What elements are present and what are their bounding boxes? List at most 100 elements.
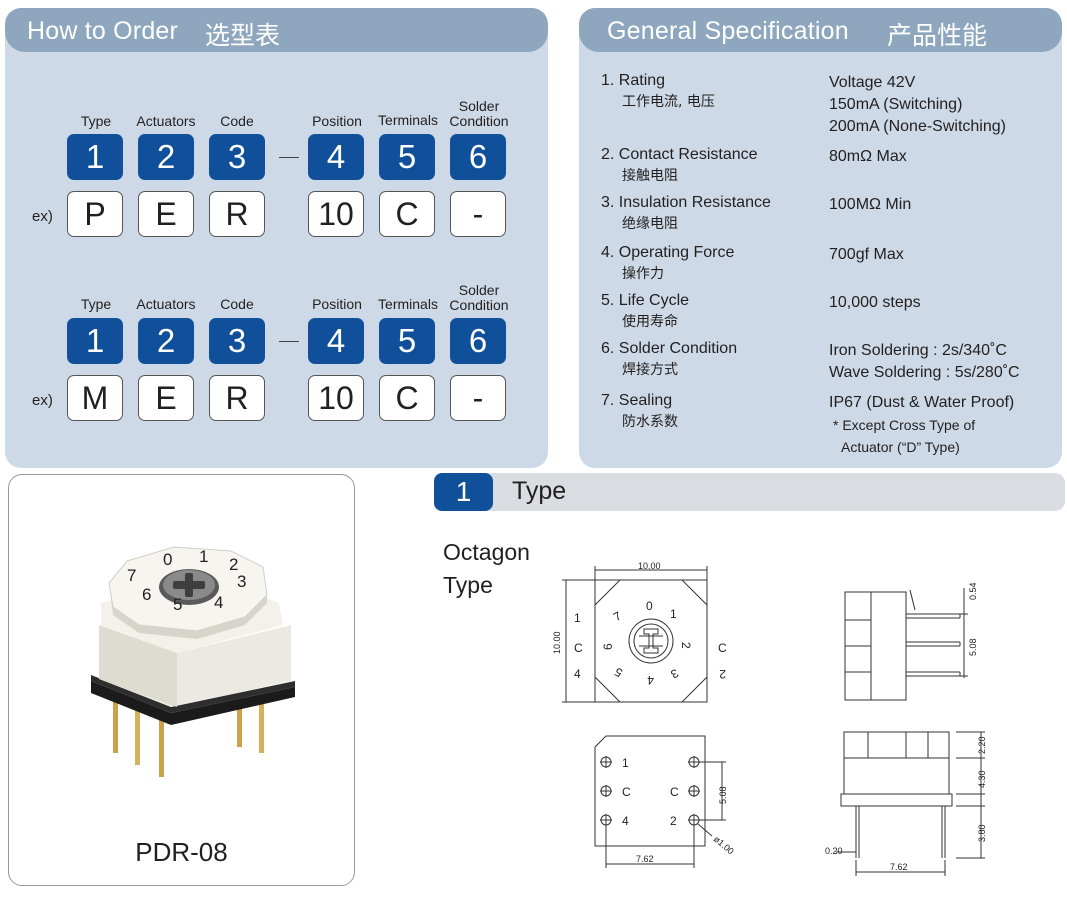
switch-base xyxy=(91,681,295,725)
bottom-view-drawing xyxy=(594,735,726,868)
dial-digit: 1 xyxy=(199,547,208,566)
side-view-drawing xyxy=(844,588,968,701)
col-label-position: Position xyxy=(312,113,362,129)
dial-digit: 7 xyxy=(127,566,136,585)
pin-label: 4 xyxy=(574,667,581,681)
top-height-dim: 10.00 xyxy=(552,631,562,654)
example-value: C xyxy=(379,191,435,237)
spec-value: 700gf Max xyxy=(829,246,904,263)
spec-note: Actuator (“D” Type) xyxy=(841,439,960,455)
spec-value: 80mΩ Max xyxy=(829,148,907,165)
spec-title-cn: 产品性能 xyxy=(887,21,988,50)
order-header: How to Order 选型表 xyxy=(5,8,548,52)
pin-label: C xyxy=(574,641,583,655)
spec-name-cn: 绝缘电阻 xyxy=(622,216,678,232)
spec-value: 150mA (Switching) xyxy=(829,96,963,113)
pin-label: 4 xyxy=(622,814,629,828)
front-dim-bot: 3.80 xyxy=(977,824,987,842)
order-num-1: 1 xyxy=(67,134,123,180)
spec-name-cn: 防水系数 xyxy=(622,414,678,430)
dial-digit: 5 xyxy=(173,595,182,614)
order-num-6: 6 xyxy=(450,318,506,364)
order-num-2: 2 xyxy=(138,134,194,180)
pin-label: C xyxy=(718,641,727,655)
general-specification-panel: General Specification 产品性能 1. Rating 工作电… xyxy=(579,8,1062,468)
dial-digit: 3 xyxy=(237,572,246,591)
pin-label: C xyxy=(670,785,679,799)
ex-label: ex) xyxy=(32,208,53,225)
spec-values: Iron Soldering : 2s/340˚C Wave Soldering… xyxy=(829,340,1020,384)
example-value: R xyxy=(209,191,265,237)
col-label-actuators: Actuators xyxy=(136,113,196,129)
front-pitch-dim: 7.62 xyxy=(890,862,908,872)
spec-value: 100MΩ Min xyxy=(829,196,912,213)
octagon-type-label: Octagon Type xyxy=(443,536,530,602)
spec-name-cn: 操作力 xyxy=(622,266,664,282)
pin-label: 2 xyxy=(719,667,726,681)
order-num-5: 5 xyxy=(379,134,435,180)
example-value: M xyxy=(67,375,123,421)
col-label-solder: Solder Condition xyxy=(449,98,509,129)
order-num-4: 4 xyxy=(308,318,364,364)
dial-digits: 0 1 2 3 4 5 6 7 xyxy=(127,547,246,614)
switch-pins xyxy=(113,695,264,777)
spec-name-cn: 使用寿命 xyxy=(622,314,678,330)
front-dim-top: 2.20 xyxy=(977,736,987,754)
example-value: E xyxy=(138,191,194,237)
spec-name: 1. Rating xyxy=(601,72,666,89)
dial-digit: 6 xyxy=(601,643,615,650)
order-num-4: 4 xyxy=(308,134,364,180)
technical-drawings: 10.00 10.00 1 C 4 C 2 0 1 2 3 4 5 6 7 xyxy=(552,561,987,876)
how-to-order-panel: How to Order 选型表 Type Actuators Code Pos… xyxy=(5,8,548,468)
spec-name: 7. Sealing xyxy=(601,392,673,409)
col-label-position: Position xyxy=(312,296,362,312)
rotary-switch-illustration: 0 1 2 3 4 5 6 7 xyxy=(91,546,295,777)
spec-name: 6. Solder Condition xyxy=(601,340,738,357)
ex-label: ex) xyxy=(32,392,53,409)
product-photo-box: 0 1 2 3 4 5 6 7 PDR-08 xyxy=(8,474,355,886)
type-section-title: Type xyxy=(512,477,567,505)
side-dim-mid: 5.08 xyxy=(968,638,978,656)
spec-values: IP67 (Dust & Water Proof) * Except Cross… xyxy=(829,392,1014,458)
pin-label: 1 xyxy=(622,756,629,770)
spec-value: Iron Soldering : 2s/340˚C xyxy=(829,342,1007,359)
col-label-code: Code xyxy=(220,296,254,312)
col-label-terminals: Terminals xyxy=(378,296,438,312)
order-num-3: 3 xyxy=(209,318,265,364)
dial-digit: 4 xyxy=(647,673,654,687)
bottom-pitch-v: 5.08 xyxy=(718,786,728,804)
bottom-pitch-h: 7.62 xyxy=(636,854,654,864)
order-title: How to Order xyxy=(27,17,179,45)
example-value: - xyxy=(450,375,506,421)
front-dim-mid: 4.30 xyxy=(977,770,987,788)
dial-digit: 0 xyxy=(163,550,172,569)
order-num-5: 5 xyxy=(379,318,435,364)
example-value: R xyxy=(209,375,265,421)
front-view-drawing xyxy=(836,731,985,876)
spec-values: 700gf Max xyxy=(829,244,904,266)
spec-header: General Specification 产品性能 xyxy=(579,8,1062,52)
col-label-code: Code xyxy=(220,113,254,129)
type-section-header: 1 Type xyxy=(434,473,1065,511)
spec-name-cn: 接触电阻 xyxy=(622,168,678,184)
spec-name-cn: 工作电流, 电压 xyxy=(622,94,715,110)
octagon-type-line: Type xyxy=(443,572,493,598)
dial-digit: 5 xyxy=(612,664,625,680)
pin-label: 1 xyxy=(574,611,581,625)
dial-digit: 2 xyxy=(229,555,238,574)
order-dash xyxy=(279,157,299,158)
example-value: 10 xyxy=(308,191,364,237)
dial-digit: 0 xyxy=(646,599,653,613)
dial-digit: 3 xyxy=(668,666,681,682)
spec-values: 80mΩ Max xyxy=(829,146,907,168)
example-value: C xyxy=(379,375,435,421)
dial-digit: 2 xyxy=(679,642,693,649)
top-width-dim: 10.00 xyxy=(638,561,661,571)
order-title-cn: 选型表 xyxy=(205,21,281,50)
side-dim-top: 0.54 xyxy=(968,582,978,600)
col-label-solder: Solder Condition xyxy=(449,282,509,313)
top-view-labels: 1 C 4 C 2 0 1 2 3 4 5 6 7 xyxy=(574,599,727,687)
col-label-terminals: Terminals xyxy=(378,112,438,128)
spec-note: * Except Cross Type of xyxy=(833,417,976,433)
example-value: P xyxy=(67,191,123,237)
